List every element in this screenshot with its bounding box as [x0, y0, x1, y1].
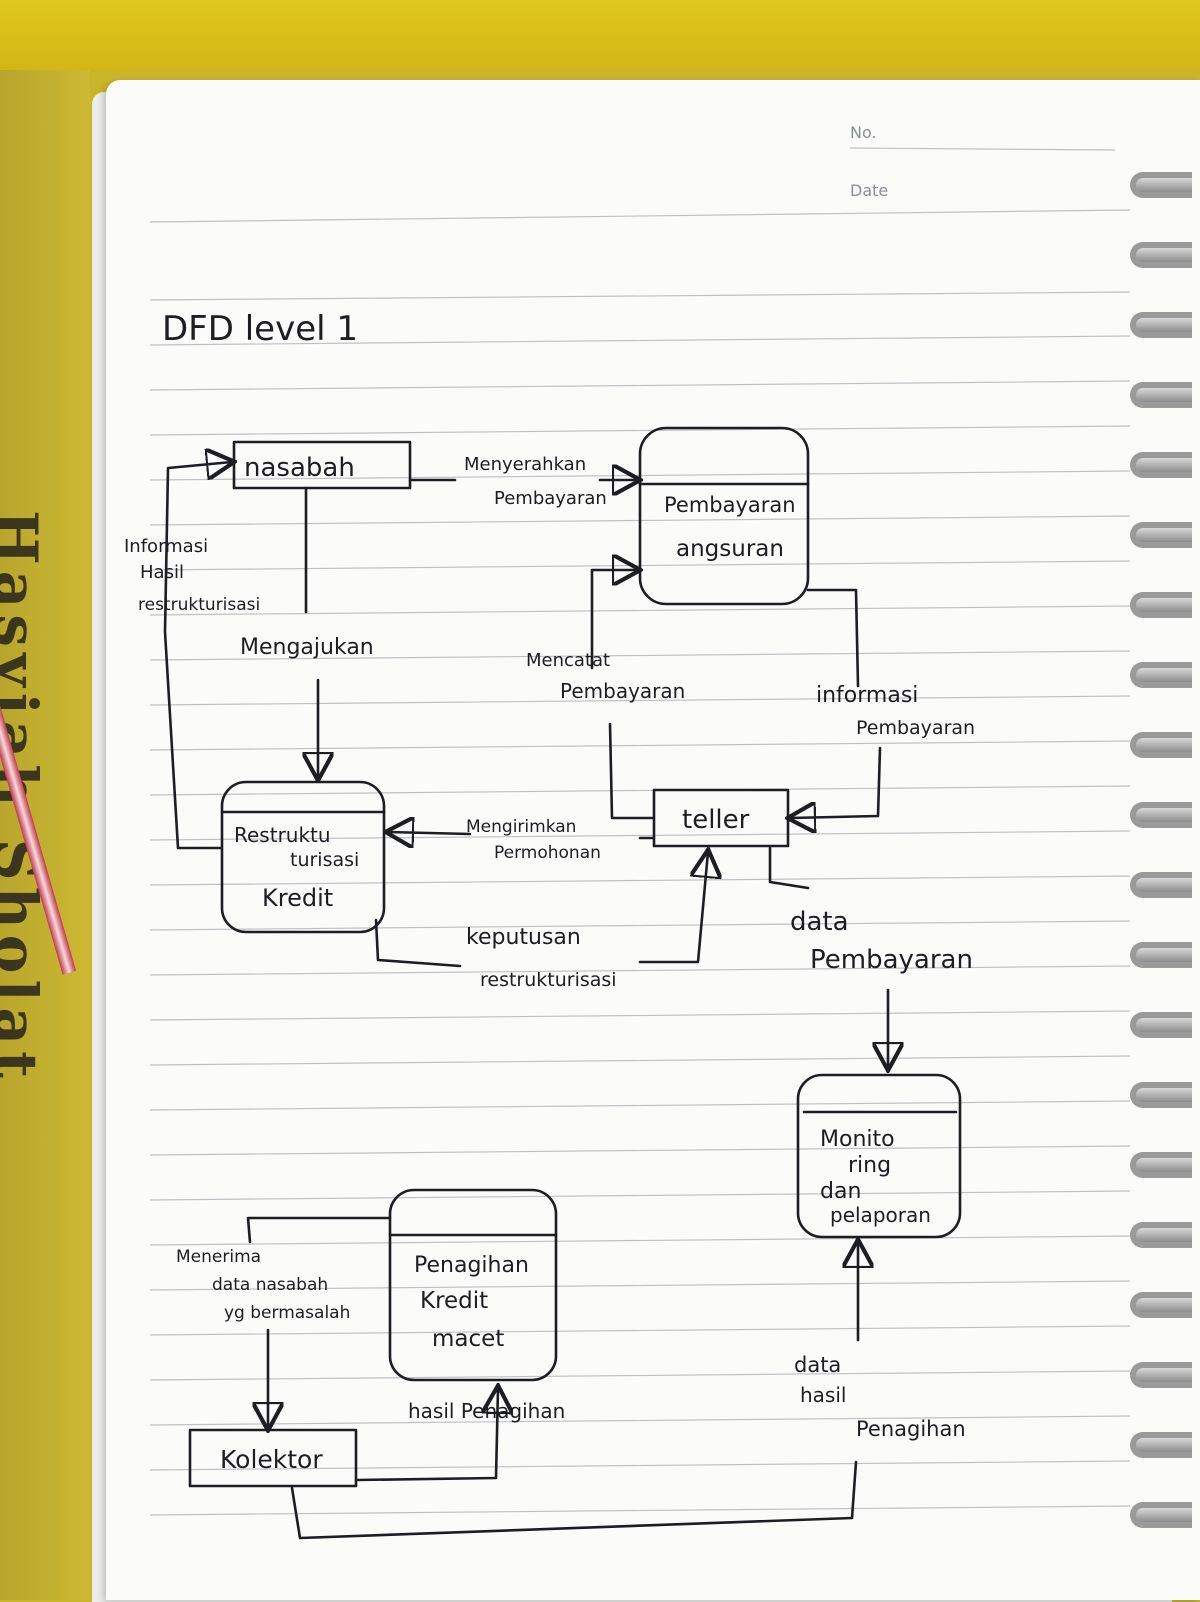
- flow-data-hasil-label-3: Penagihan: [856, 1417, 966, 1441]
- flow-keputusan-line: [374, 852, 708, 968]
- diagram-title: DFD level 1: [162, 309, 358, 349]
- process-pembayaran-line2: angsuran: [676, 536, 784, 562]
- flow-data-hasil-label-1: data: [794, 1353, 841, 1377]
- process-restrukturisasi-line1: Restruktu: [234, 823, 331, 847]
- entity-kolektor: Kolektor: [220, 1445, 323, 1474]
- flow-informasi-hasil-line: [163, 462, 232, 850]
- flow-informasi-hasil-label-1: Informasi: [124, 536, 208, 557]
- flow-mencatat-label-2: Pembayaran: [560, 679, 685, 703]
- flow-informasi-pembayaran-label-2: Pembayaran: [856, 717, 975, 739]
- flow-mengirimkan-label-1: Mengirimkan: [466, 817, 576, 837]
- process-pembayaran-box: [638, 426, 810, 606]
- no-label: No.: [850, 123, 877, 142]
- flow-data-hasil-line: [290, 1242, 858, 1540]
- flow-data-pembayaran-label-1: data: [790, 907, 849, 937]
- flow-mengajukan-label: Mengajukan: [240, 635, 374, 660]
- process-pembayaran-line1: Pembayaran: [664, 493, 796, 517]
- flow-informasi-pembayaran-label-1: informasi: [816, 683, 918, 708]
- process-restrukturisasi-line2: turisasi: [290, 849, 359, 871]
- process-monitoring-line2: ring: [848, 1153, 891, 1178]
- flow-data-hasil-label-2: hasil: [800, 1383, 846, 1407]
- flow-data-pembayaran-label-2: Pembayaran: [810, 945, 973, 975]
- desk-surface: [0, 70, 90, 1600]
- flow-mengajukan-line: [306, 486, 318, 778]
- flow-mengirimkan-line: [388, 832, 654, 838]
- date-label: Date: [850, 181, 888, 200]
- flow-informasi-hasil-label-3: restrukturisasi: [138, 595, 260, 615]
- flow-menerima-label-1: Menerima: [176, 1247, 261, 1267]
- process-monitoring-line1: Monito: [820, 1127, 895, 1152]
- flow-menyerahkan-label-2: Pembayaran: [494, 488, 607, 509]
- process-penagihan-line3: macet: [432, 1326, 504, 1352]
- flow-menyerahkan-label-1: Menyerahkan: [464, 454, 586, 475]
- flow-keputusan-label-1: keputusan: [466, 925, 581, 950]
- flow-informasi-hasil-label-2: Hasil: [140, 562, 184, 583]
- entity-nasabah: nasabah: [244, 453, 355, 483]
- process-penagihan-box: [388, 1188, 558, 1382]
- entity-teller: teller: [682, 805, 750, 835]
- flow-menerima-label-3: yg bermasalah: [224, 1303, 350, 1323]
- process-monitoring-line3: dan: [820, 1179, 861, 1204]
- flow-hasil-penagihan-label: hasil Penagihan: [408, 1399, 565, 1423]
- flow-menerima-line: [248, 1216, 392, 1428]
- flow-hasil-penagihan-line: [354, 1388, 498, 1482]
- flow-informasi-pembayaran-line: [790, 588, 882, 818]
- process-restrukturisasi-line3: Kredit: [262, 884, 333, 912]
- yellow-folder-band: [0, 0, 1200, 70]
- flow-mencatat-label-1: Mencatat: [526, 650, 610, 671]
- spiral-binding: [1130, 160, 1200, 1600]
- flow-menerima-label-2: data nasabah: [212, 1275, 328, 1295]
- flow-mengirimkan-label-2: Permohonan: [494, 843, 601, 863]
- flow-mencatat-line: [590, 570, 652, 820]
- flow-keputusan-label-2: restrukturisasi: [480, 969, 617, 991]
- process-penagihan-line2: Kredit: [420, 1288, 488, 1314]
- process-penagihan-line1: Penagihan: [414, 1253, 529, 1278]
- process-monitoring-line4: pelaporan: [830, 1203, 931, 1227]
- flow-data-pembayaran-line: [768, 846, 888, 1068]
